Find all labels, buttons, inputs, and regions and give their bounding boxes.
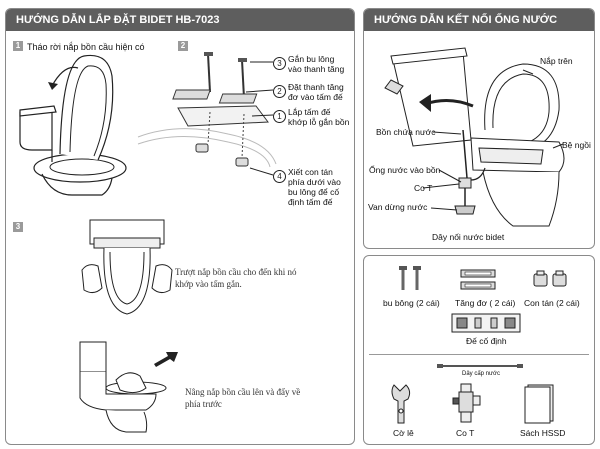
part-name-tee: Co T (456, 428, 475, 438)
bolt-icon (399, 266, 421, 290)
callout-3: 3 (273, 57, 286, 70)
step-3-text-a: Trượt nắp bồn cầu cho đến khi nó khớp và… (175, 267, 297, 289)
step-3-text-b: Nâng nắp bồn cầu lên và đẩy về phía trướ… (185, 387, 301, 409)
callout-1-text: Lắp tấm đế khớp lỗ gắn bồn (288, 107, 350, 127)
wrench-icon (391, 384, 411, 424)
step-2-number: 2 (178, 41, 188, 51)
seat-slide-illustration (81, 219, 173, 315)
label-tee: Co T (414, 183, 433, 193)
mounting-plate-illustration (137, 52, 277, 168)
callout-4: 4 (273, 170, 286, 183)
step-1-text: Tháo rời nắp bồn cầu hiện có (27, 42, 145, 52)
parts-divider (369, 354, 589, 355)
water-connection-illustration (384, 47, 565, 227)
manual-book-icon (524, 384, 554, 424)
base-plate-icon (451, 313, 521, 333)
step-1-number: 1 (13, 41, 23, 51)
callout-1: 1 (273, 110, 286, 123)
part-name-wrench: Cờ lê (393, 428, 414, 438)
callout-2-text: Đặt thanh tăng đơ vào tấm đế (288, 82, 344, 102)
tee-fitting-icon (452, 383, 481, 423)
part-name-base-plate: Đế cố định (466, 336, 507, 346)
water-connection-title: HƯỚNG DẪN KẾT NỐI ỐNG NƯỚC (364, 9, 594, 31)
label-hose: Dây nối nước bidet (432, 232, 505, 242)
toilet-illustration-step1 (19, 54, 127, 196)
part-name-nuts: Con tán (2 cái) (524, 298, 580, 308)
label-lid: Nắp trên (540, 56, 573, 66)
label-seat: Bệ ngồi (562, 140, 591, 150)
bracket-icon (460, 269, 496, 290)
installation-guide-title: HƯỚNG DẪN LẮP ĐẶT BIDET HB-7023 (6, 9, 354, 31)
callout-4-text: Xiết con tán phía dưới vào bu lông để cố… (288, 167, 341, 207)
label-valve: Van dừng nước (368, 202, 428, 212)
label-inlet: Ống nước vào bồn (369, 165, 441, 175)
installation-guide-panel: HƯỚNG DẪN LẮP ĐẶT BIDET HB-7023 (5, 8, 355, 445)
seat-lift-illustration (79, 341, 178, 433)
part-name-manual: Sách HSSD (520, 428, 566, 438)
water-hose-icon (437, 364, 523, 368)
step-3-number: 3 (13, 222, 23, 232)
callout-2: 2 (273, 85, 286, 98)
part-name-brackets: Tăng đơ ( 2 cái) (455, 298, 516, 308)
nut-icon (533, 270, 567, 287)
water-connection-panel: HƯỚNG DẪN KẾT NỐI ỐNG NƯỚC (363, 8, 595, 249)
callout-3-text: Gắn bu lông vào thanh tăng (288, 54, 345, 74)
part-name-bolts: bu bông (2 cái) (383, 298, 440, 308)
part-name-hose: Dây cấp nước (462, 371, 500, 377)
label-tank: Bồn chứa nước (376, 127, 436, 137)
